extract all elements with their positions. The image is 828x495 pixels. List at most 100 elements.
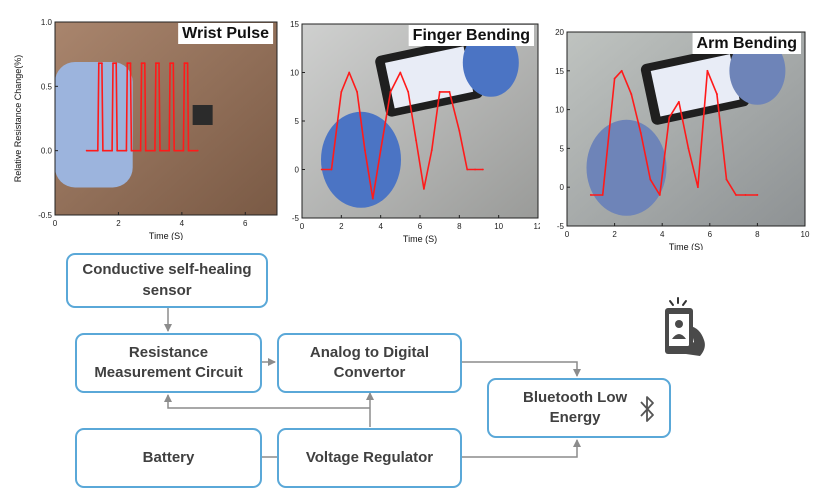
x-tick-label: 0	[53, 219, 58, 228]
signal-point	[706, 69, 709, 72]
y-tick-label: 15	[555, 67, 564, 76]
signal-point	[613, 77, 616, 80]
signal-point	[687, 147, 690, 150]
signal-point	[371, 197, 374, 200]
signal-point	[649, 178, 652, 181]
y-tick-label: -0.5	[38, 211, 52, 220]
signal-point	[725, 178, 728, 181]
signal-point	[630, 93, 633, 95]
x-tick-label: 6	[708, 230, 713, 239]
signal-point	[458, 129, 461, 132]
y-tick-label: 1.0	[41, 18, 53, 27]
phone-screen	[384, 46, 474, 109]
signal-point	[438, 91, 441, 93]
signal-point	[187, 149, 190, 152]
signal-point	[466, 168, 469, 171]
signal-point	[348, 71, 351, 74]
x-tick-label: 6	[243, 219, 248, 228]
signal-point	[159, 149, 161, 152]
y-tick-label: 5	[295, 117, 300, 126]
signal-point	[716, 93, 718, 95]
sensor-box: Conductive self-healing sensor	[66, 253, 268, 308]
phone-user-icon	[665, 297, 705, 356]
signal-point	[601, 194, 604, 196]
x-axis-label: Time (S)	[669, 242, 703, 250]
chart-title: Wrist Pulse	[182, 25, 269, 42]
x-tick-label: 4	[180, 219, 185, 228]
signal-point	[130, 149, 133, 152]
signal-point	[668, 116, 671, 119]
signal-point	[589, 194, 592, 196]
signal-point	[320, 168, 323, 171]
ble-box: Bluetooth Low Energy	[487, 378, 671, 438]
adc-to-ble-arrow	[461, 361, 581, 377]
signal-point	[125, 149, 128, 152]
signal-point	[173, 149, 176, 152]
signal-point	[389, 91, 392, 93]
y-tick-label: 0.0	[41, 147, 53, 156]
signal-point	[658, 194, 661, 196]
signal-series-line	[321, 71, 483, 200]
signal-point	[101, 149, 104, 152]
signal-point	[97, 62, 100, 65]
adc-box: Analog to Digital Convertor	[277, 333, 462, 393]
signal-point	[756, 194, 759, 196]
signal-point	[482, 168, 484, 171]
x-tick-label: 2	[339, 222, 344, 231]
signal-point	[183, 62, 186, 65]
signal-point	[196, 149, 199, 152]
resistance-measurement-label: Resistance Measurement Circuit	[94, 343, 243, 381]
x-tick-label: 10	[494, 222, 503, 231]
signal-point	[115, 62, 118, 65]
x-tick-label: 10	[801, 230, 810, 239]
glove-shape	[321, 111, 401, 208]
battery-box: Battery	[75, 428, 262, 488]
y-axis-label: Relative Resistance Change(%)	[13, 55, 23, 183]
y-tick-label: 15	[290, 20, 299, 29]
signal-point	[407, 91, 410, 93]
signal-point	[111, 149, 113, 152]
signal-point	[448, 91, 451, 93]
signal-point	[139, 149, 142, 152]
signal-point	[186, 62, 189, 65]
x-tick-label: 2	[612, 230, 617, 239]
x-tick-label: 6	[418, 222, 423, 231]
signal-point	[144, 149, 147, 152]
signal-point	[96, 149, 99, 152]
y-tick-label: -5	[557, 222, 565, 231]
signal-point	[620, 69, 623, 72]
x-tick-label: 2	[116, 219, 121, 228]
signal-point	[116, 149, 119, 152]
sensor-patch	[192, 104, 213, 125]
signal-point	[140, 62, 143, 65]
signal-point	[735, 194, 737, 196]
y-tick-label: 0	[560, 183, 565, 192]
chart-title: Arm Bending	[697, 35, 797, 52]
regulator-to-resistance-arrow	[164, 394, 370, 409]
signal-point	[101, 62, 103, 65]
finger-bending-chart: -5051015024681012Time (S)Finger Bending	[290, 20, 540, 244]
y-tick-label: 0.5	[41, 82, 53, 91]
signal-series-line	[590, 69, 758, 196]
signal-point	[356, 91, 358, 93]
y-tick-label: 20	[555, 28, 564, 37]
signal-point	[168, 149, 171, 152]
battery-label: Battery	[142, 448, 195, 466]
sensor-label: Conductive self-healing sensor	[82, 261, 252, 299]
signal-point	[169, 62, 172, 65]
signal-point	[430, 149, 433, 152]
signal-point	[639, 131, 642, 134]
finger-bending-panel: -5051015024681012Time (S)Finger Bending	[278, 10, 540, 246]
title-background	[408, 25, 534, 46]
signal-point	[154, 62, 157, 65]
signal-point	[158, 62, 160, 65]
x-tick-label: 12	[534, 222, 540, 231]
x-tick-label: 8	[457, 222, 462, 231]
y-tick-label: 10	[290, 69, 299, 78]
y-tick-label: 0	[295, 166, 300, 175]
signal-point	[154, 149, 156, 152]
plot-frame	[54, 21, 278, 216]
